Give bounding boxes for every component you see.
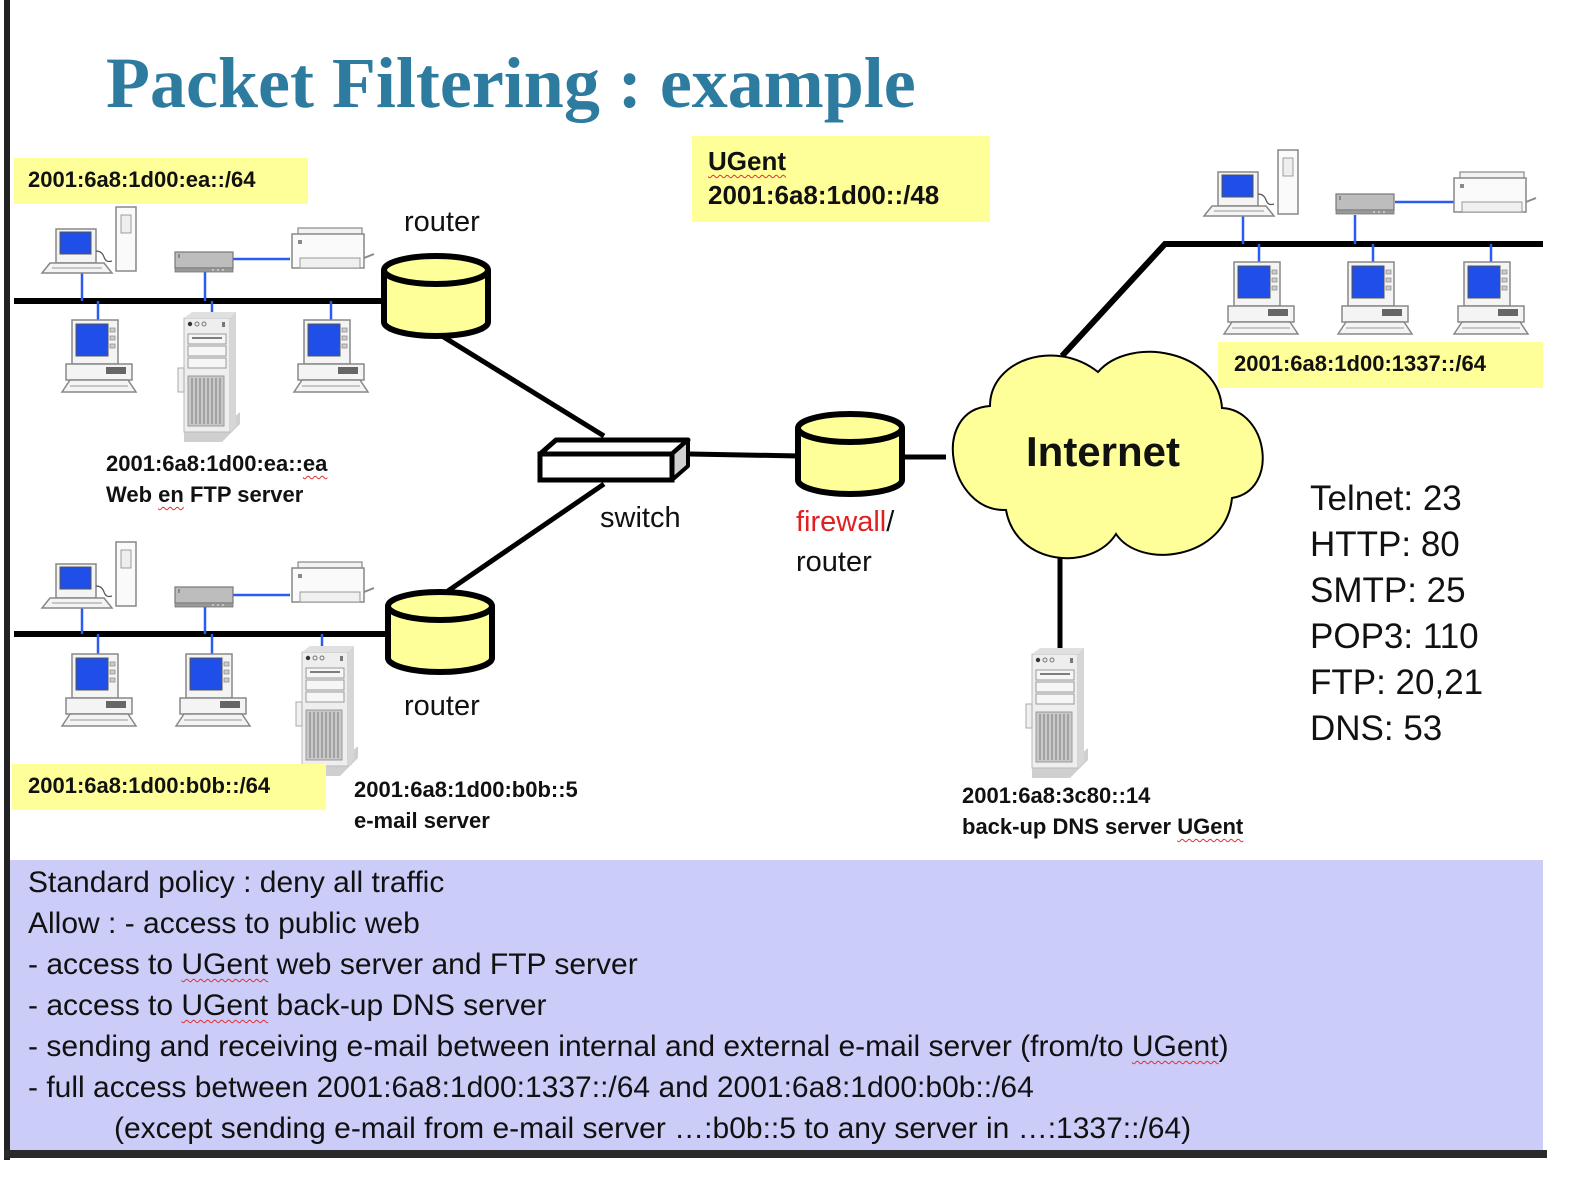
ugent-name-label: UGent: [708, 146, 786, 176]
dns-server-name: back-up DNS server: [962, 814, 1178, 839]
policy-text: back-up DNS server: [268, 989, 547, 1022]
policy-line-dns: - access to UGent back-up DNS server: [28, 985, 1543, 1026]
policy-line-allow: Allow : - access to public web: [28, 907, 420, 940]
policy-text: web server and FTP server: [268, 948, 638, 981]
policy-line-email: - sending and receiving e-mail between i…: [28, 1026, 1543, 1067]
policy-ugent: UGent: [1131, 1030, 1219, 1063]
desktop-pc-icon: [293, 319, 369, 393]
web-ftp-server-label: 2001:6a8:1d00:ea::ea Web en FTP server: [106, 448, 327, 510]
lan-ea: [14, 206, 390, 443]
dns-server-label: 2001:6a8:3c80::14 back-up DNS server UGe…: [962, 780, 1243, 842]
port-list: Telnet: 23 HTTP: 80 SMTP: 25 POP3: 110 F…: [1310, 476, 1483, 752]
subnet-b0b-label: 2001:6a8:1d00:b0b::/64: [28, 773, 271, 798]
desktop-pc-icon: [61, 653, 137, 727]
dns-server-icon: [1025, 647, 1089, 779]
firewall-word: firewall: [796, 506, 887, 538]
port-item-http: HTTP: 80: [1310, 525, 1460, 564]
workstation-icon: [41, 541, 137, 609]
email-server-name: e-mail server: [354, 808, 490, 833]
desktop-pc-icon: [1223, 261, 1299, 335]
policy-text: - access to: [28, 989, 182, 1022]
policy-ugent: UGent: [181, 948, 269, 981]
internet-label: Internet: [1026, 428, 1181, 475]
email-server-icon: [295, 645, 359, 777]
policy-text: - sending and receiving e-mail between i…: [28, 1030, 1132, 1063]
web-server-name-part: Web: [106, 482, 159, 507]
subnet-tag-ea: 2001:6a8:1d00:ea::/64: [14, 158, 308, 204]
firewall-label: firewall/ router: [796, 502, 894, 582]
printer-icon: [291, 227, 375, 269]
router-top-label: router: [404, 206, 480, 238]
ugent-prefix-label: 2001:6a8:1d00::/48: [708, 180, 940, 210]
firewall-router-word: router: [796, 546, 872, 578]
dns-server-address: 2001:6a8:3c80::14: [962, 783, 1151, 808]
printer-icon: [291, 561, 375, 603]
policy-box: Standard policy : deny all traffic Allow…: [10, 860, 1543, 1150]
policy-line-standard: Standard policy : deny all traffic: [28, 866, 445, 899]
workstation-icon: [41, 206, 137, 274]
subnet-tag-1337: 2001:6a8:1d00:1337::/64: [1218, 342, 1543, 388]
workstation-icon: [1203, 149, 1299, 217]
port-item-dns: DNS: 53: [1310, 709, 1443, 748]
switch-icon: [537, 437, 691, 483]
email-server-address: 2001:6a8:1d00:b0b::5: [354, 777, 578, 802]
policy-line-web-ftp: - access to UGent web server and FTP ser…: [28, 944, 1543, 985]
web-server-name-part: en: [158, 482, 184, 507]
slide-frame-bottom: [4, 1150, 1547, 1158]
slide-frame-left: [4, 0, 10, 1160]
web-ftp-server-icon: [177, 311, 241, 443]
router-bottom-icon: [388, 592, 492, 672]
email-server-label: 2001:6a8:1d00:b0b::5 e-mail server: [354, 774, 578, 836]
subnet-1337-label: 2001:6a8:1d00:1337::/64: [1234, 351, 1486, 376]
port-item-pop3: POP3: 110: [1310, 617, 1479, 656]
switch-label: switch: [600, 502, 681, 534]
lan-1337: [1059, 149, 1543, 359]
policy-line-full-access: - full access between 2001:6a8:1d00:1337…: [28, 1071, 1034, 1104]
policy-ugent: UGent: [181, 989, 269, 1022]
subnet-tag-b0b: 2001:6a8:1d00:b0b::/64: [12, 764, 326, 810]
desktop-pc-icon: [1453, 261, 1529, 335]
desktop-pc-icon: [175, 653, 251, 727]
policy-text: - access to: [28, 948, 182, 981]
printer-icon: [1453, 171, 1537, 213]
web-server-name-part: FTP server: [183, 482, 304, 507]
subnet-ea-label: 2001:6a8:1d00:ea::/64: [28, 167, 256, 192]
internet-cloud-icon: [952, 350, 1264, 560]
router-top-icon: [384, 256, 488, 336]
firewall-slash: /: [886, 506, 895, 538]
hub-icon: [1335, 193, 1395, 215]
desktop-pc-icon: [61, 319, 137, 393]
router-bottom-label: router: [404, 690, 480, 722]
web-server-address: 2001:6a8:1d00:ea::: [106, 451, 303, 476]
subnet-tag-ugent: UGent 2001:6a8:1d00::/48: [692, 136, 990, 222]
dns-server-name-ugent: UGent: [1177, 814, 1244, 839]
backbone-links: [440, 333, 1063, 660]
hub-icon: [174, 586, 234, 608]
policy-line-exception: (except sending e-mail from e-mail serve…: [114, 1112, 1192, 1145]
policy-text: ): [1218, 1030, 1229, 1063]
port-item-telnet: Telnet: 23: [1310, 479, 1462, 518]
port-item-smtp: SMTP: 25: [1310, 571, 1466, 610]
desktop-pc-icon: [1337, 261, 1413, 335]
firewall-router-icon: [798, 414, 902, 494]
lan-b0b: [14, 541, 390, 777]
page-title: Packet Filtering : example: [106, 43, 916, 123]
hub-icon: [174, 251, 234, 273]
port-item-ftp: FTP: 20,21: [1310, 663, 1484, 702]
web-server-address-suffix: ea: [302, 451, 328, 476]
